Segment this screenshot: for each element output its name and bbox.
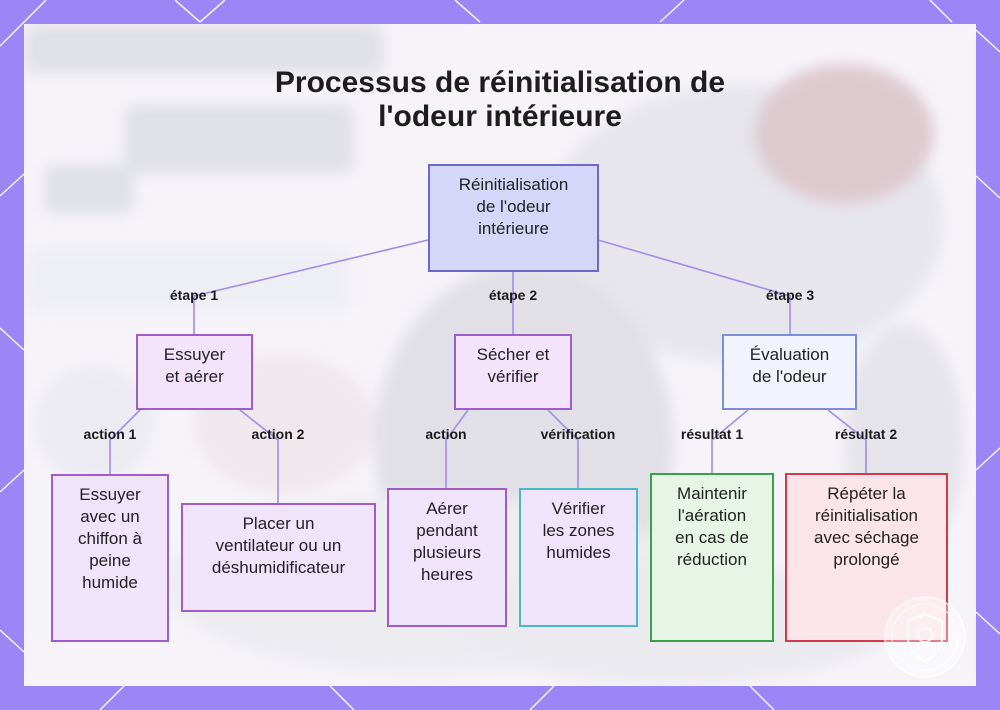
edge-label-resultat1: résultat 1 bbox=[681, 426, 743, 442]
leaf-ventilateur-label: Placer un ventilateur ou un déshumidific… bbox=[212, 513, 345, 579]
step3-node: Évaluation de l'odeur bbox=[722, 334, 857, 410]
edge-label-action2: action 2 bbox=[252, 426, 305, 442]
edge-label-etape1: étape 1 bbox=[170, 287, 218, 303]
edge-label-resultat2: résultat 2 bbox=[835, 426, 897, 442]
edge-label-action: action bbox=[425, 426, 466, 442]
leaf-essuyer: Essuyer avec un chiffon à peine humide bbox=[51, 474, 169, 642]
root-node-label: Réinitialisation de l'odeur intérieure bbox=[459, 174, 569, 240]
edge-etape3 bbox=[598, 240, 790, 334]
leaf-aerer: Aérer pendant plusieurs heures bbox=[387, 488, 507, 627]
step2-label: Sécher et vérifier bbox=[477, 344, 550, 388]
edge-label-etape3: étape 3 bbox=[766, 287, 814, 303]
leaf-maintenir-label: Maintenir l'aération en cas de réduction bbox=[675, 483, 749, 571]
edge-label-etape2: étape 2 bbox=[489, 287, 537, 303]
edge-action2 bbox=[240, 410, 278, 503]
edge-verification bbox=[548, 410, 578, 488]
edge-label-verification: vérification bbox=[541, 426, 616, 442]
step1-node: Essuyer et aérer bbox=[136, 334, 253, 410]
root-node: Réinitialisation de l'odeur intérieure bbox=[428, 164, 599, 272]
edge-action bbox=[446, 410, 468, 488]
leaf-ventilateur: Placer un ventilateur ou un déshumidific… bbox=[181, 503, 376, 612]
step1-label: Essuyer et aérer bbox=[164, 344, 225, 388]
leaf-verifier: Vérifier les zones humides bbox=[519, 488, 638, 627]
edge-label-action1: action 1 bbox=[84, 426, 137, 442]
step3-label: Évaluation de l'odeur bbox=[750, 344, 829, 388]
leaf-maintenir: Maintenir l'aération en cas de réduction bbox=[650, 473, 774, 642]
leaf-verifier-label: Vérifier les zones humides bbox=[543, 498, 615, 564]
leaf-essuyer-label: Essuyer avec un chiffon à peine humide bbox=[78, 484, 142, 594]
leaf-repeter-label: Répéter la réinitialisation avec séchage… bbox=[814, 483, 919, 571]
edge-etape1 bbox=[194, 240, 428, 334]
edge-action1 bbox=[110, 410, 140, 474]
shield-logo-icon bbox=[882, 594, 968, 680]
leaf-aerer-label: Aérer pendant plusieurs heures bbox=[413, 498, 481, 586]
step2-node: Sécher et vérifier bbox=[454, 334, 572, 410]
